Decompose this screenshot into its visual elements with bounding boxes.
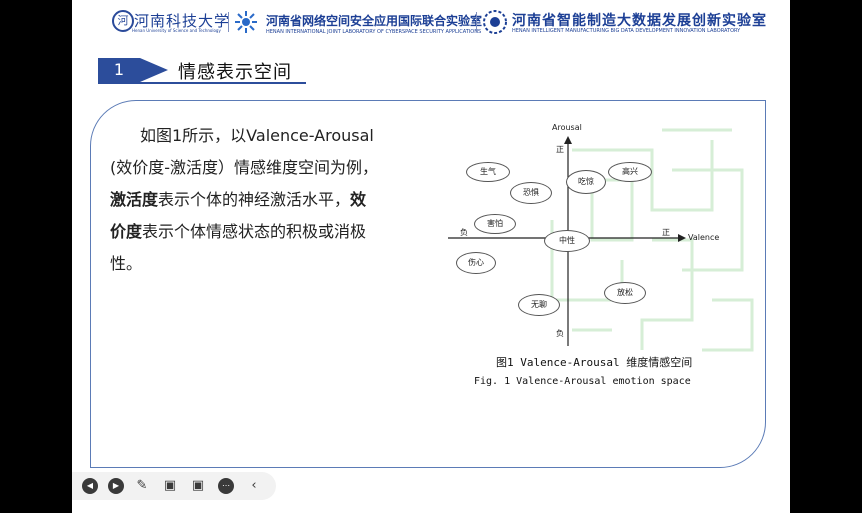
more-icon[interactable]: ⋯: [218, 478, 234, 494]
section-number: 1: [113, 60, 125, 79]
paragraph-line: 表示个体的神经激活水平，: [158, 190, 351, 209]
collapse-icon[interactable]: ‹: [251, 478, 257, 493]
prev-icon[interactable]: ◀: [82, 478, 98, 494]
figure-caption-cn: 图1 Valence-Arousal 维度情感空间: [496, 356, 693, 369]
valence-arousal-figure: Arousal Valence 正 负 正 负 生气 恐惧 吃惊 高兴 害怕 中…: [440, 118, 740, 348]
emotion-fear: 恐惧: [510, 182, 552, 204]
section-number-box: [98, 58, 140, 82]
section-arrow: [140, 58, 168, 82]
y-positive-label: 正: [556, 145, 564, 154]
y-axis-label: Arousal: [552, 123, 582, 132]
lab1-name: 河南省网络空间安全应用国际联合实验室: [266, 14, 483, 28]
presentation-toolbar: ◀ ▶ ✎ ▣ ▣ ⋯ ‹: [72, 472, 276, 500]
header-divider: [476, 12, 477, 32]
y-negative-label: 负: [556, 329, 564, 338]
lab1-subtitle: HENAN INTERNATIONAL JOINT LABORATORY OF …: [266, 29, 482, 35]
x-axis-label: Valence: [688, 233, 720, 242]
section-title: 情感表示空间: [178, 62, 292, 83]
figure-caption-en: Fig. 1 Valence-Arousal emotion space: [474, 376, 691, 387]
emotion-angry: 生气: [466, 162, 510, 182]
emotion-relaxed: 放松: [604, 282, 646, 304]
emotion-happy: 高兴: [608, 162, 652, 182]
slide: 河 河南科技大学 Henan University of Science and…: [72, 0, 790, 513]
x-positive-label: 正: [662, 228, 670, 237]
bold-term-valence: 效: [350, 190, 367, 209]
lab2-subtitle: HENAN INTELLIGENT MANUFACTURING BIG DATA…: [512, 28, 741, 34]
emotion-sad: 伤心: [456, 252, 496, 274]
university-name: 河南科技大学: [134, 12, 231, 30]
focus-icon[interactable]: ▣: [163, 478, 177, 493]
emotion-neutral: 中性: [544, 230, 590, 252]
lab1-logo-icon: [235, 11, 257, 33]
lab2-name: 河南省智能制造大数据发展创新实验室: [512, 13, 767, 29]
header-divider: [228, 12, 229, 32]
paragraph-line: 表示个体情感状态的积极或消极: [142, 222, 367, 241]
next-icon[interactable]: ▶: [108, 478, 124, 494]
emotion-scared: 害怕: [474, 214, 516, 234]
emotion-bored: 无聊: [518, 294, 560, 316]
paragraph-line: (效价度-激活度）情感维度空间为例，: [110, 158, 379, 177]
emotion-surprise: 吃惊: [566, 170, 606, 194]
section-underline: [98, 82, 306, 84]
university-subtitle: Henan University of Science and Technolo…: [132, 28, 221, 33]
camera-icon[interactable]: ▣: [191, 478, 205, 493]
pen-icon[interactable]: ✎: [136, 478, 148, 493]
paragraph-line: 性。: [110, 254, 143, 273]
bold-term-arousal: 激活度: [110, 190, 159, 209]
lab2-logo-icon: [483, 10, 507, 34]
x-negative-label: 负: [460, 228, 468, 237]
header-banner: 河 河南科技大学 Henan University of Science and…: [72, 0, 790, 42]
description-text: 如图1所示，以Valence-Arousal (效价度-激活度）情感维度空间为例…: [110, 120, 405, 280]
university-logo-icon: 河: [112, 10, 134, 32]
paragraph-line: 如图1所示，以Valence-Arousal: [140, 126, 374, 145]
bold-term-valence: 价度: [110, 222, 143, 241]
